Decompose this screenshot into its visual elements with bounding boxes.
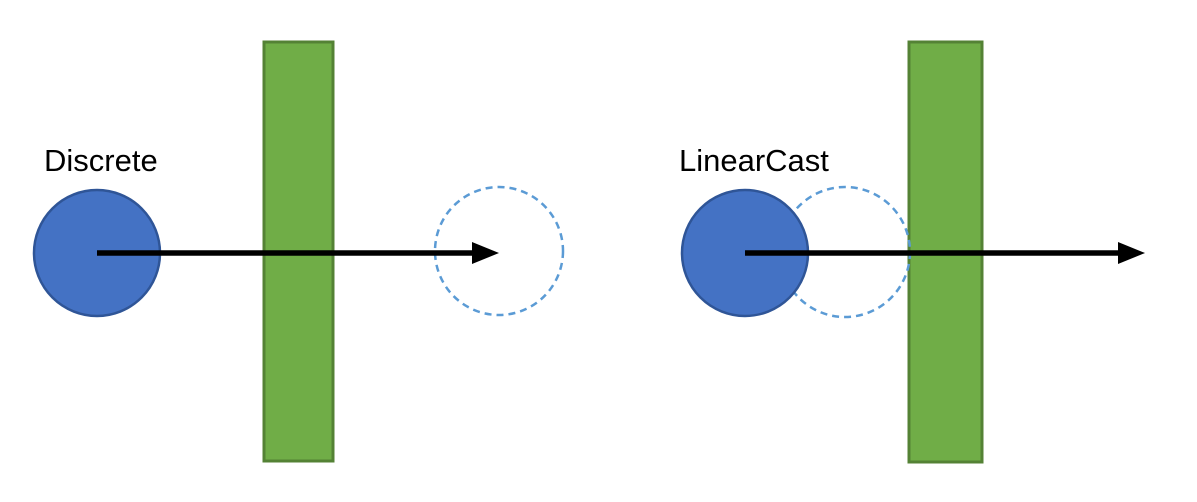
discrete-ghost-circle xyxy=(433,185,565,317)
linearcast-panel: LinearCast xyxy=(679,40,1145,464)
linearcast-motion-arrow-head xyxy=(1118,242,1145,264)
linearcast-label: LinearCast xyxy=(679,143,829,178)
discrete-label: Discrete xyxy=(44,143,158,178)
discrete-panel: Discrete xyxy=(32,40,565,463)
discrete-motion-arrow-head xyxy=(472,242,499,264)
